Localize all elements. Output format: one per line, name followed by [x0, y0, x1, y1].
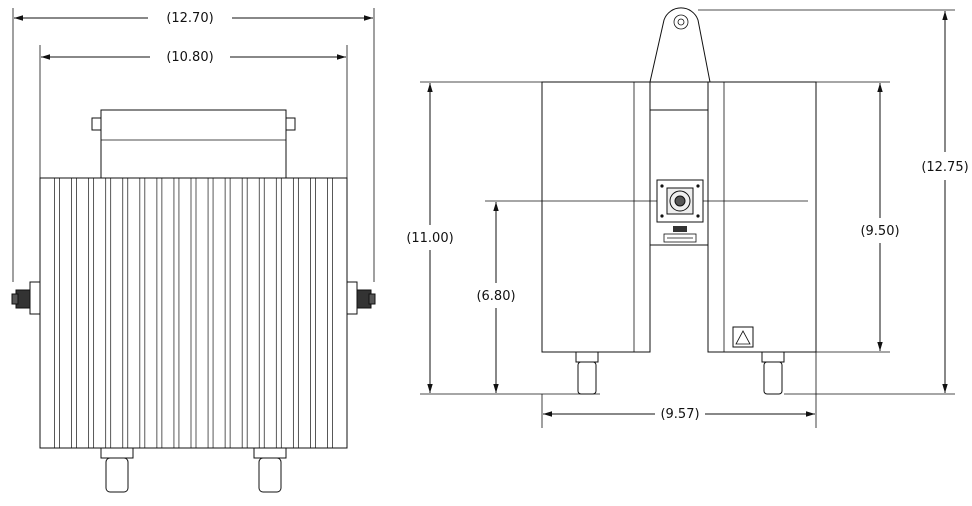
- warning-label-icon: [732, 326, 754, 348]
- front-body: [39, 177, 348, 449]
- side-view: (11.00) (6.80) (9.50) (12.75) (9.57): [406, 7, 969, 428]
- dim-side-connector-height: (6.80): [476, 202, 516, 393]
- dim-label-side-connector-height: (6.80): [476, 289, 515, 304]
- front-foot-right: [253, 447, 287, 493]
- front-connector-left: [11, 281, 41, 315]
- front-handle: [91, 109, 296, 179]
- dim-front-overall-width: (12.70): [14, 11, 373, 26]
- front-view: (12.70) (10.80): [11, 8, 376, 493]
- heatsink-fins: [54, 178, 333, 448]
- nameplate-logo: [673, 226, 687, 232]
- dim-label-side-overall-height: (12.75): [921, 160, 968, 175]
- side-left-block: [541, 81, 651, 353]
- dim-label-front-body: (10.80): [166, 50, 213, 65]
- dim-label-side-body-height: (9.50): [860, 224, 899, 239]
- dim-side-height-left: (11.00): [406, 83, 454, 393]
- side-foot-left: [575, 351, 599, 395]
- dim-label-front-overall: (12.70): [166, 11, 213, 26]
- nameplate: [663, 233, 697, 243]
- dim-side-overall-depth: (9.57): [543, 407, 815, 422]
- rf-connector-icon: [669, 190, 691, 212]
- side-right-block: [707, 81, 817, 353]
- dim-front-body-width: (10.80): [41, 50, 346, 65]
- dim-label-side-height-left: (11.00): [406, 231, 453, 246]
- mounting-hole-icon: [673, 14, 689, 30]
- side-center-column: [649, 109, 709, 246]
- front-connector-right: [346, 281, 376, 315]
- hanging-bracket: [649, 7, 711, 83]
- front-foot-left: [100, 447, 134, 493]
- dim-label-side-overall-depth: (9.57): [660, 407, 699, 422]
- side-foot-right: [761, 351, 785, 395]
- dim-side-overall-height: (12.75): [921, 11, 969, 393]
- side-connector-plate: [656, 179, 704, 243]
- dim-side-body-height: (9.50): [860, 83, 900, 351]
